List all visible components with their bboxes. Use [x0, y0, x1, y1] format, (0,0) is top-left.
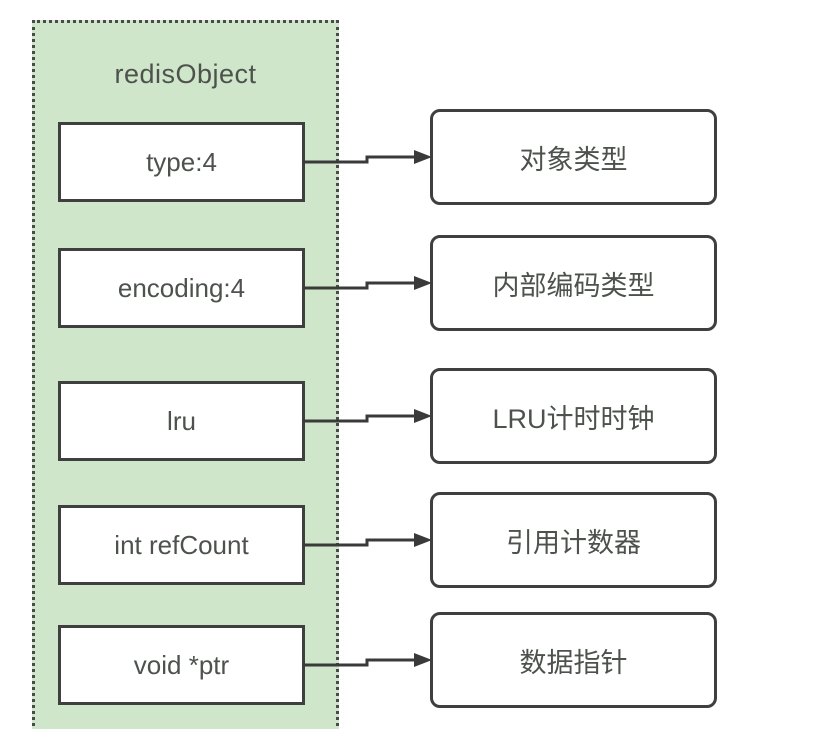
field-box-refcount: int refCount: [58, 505, 305, 585]
field-box-type: type:4: [58, 122, 305, 202]
desc-box-data-pointer: 数据指针: [430, 612, 717, 708]
arrow-icon: [303, 403, 433, 439]
desc-box-lru-clock: LRU计时时钟: [430, 368, 717, 464]
field-box-ptr: void *ptr: [58, 625, 305, 705]
desc-box-ref-counter: 引用计数器: [430, 492, 717, 588]
field-box-encoding: encoding:4: [58, 248, 305, 328]
field-box-lru: lru: [58, 381, 305, 461]
panel-title: redisObject: [114, 59, 257, 89]
arrow-icon: [303, 647, 433, 683]
arrow-icon: [303, 270, 433, 306]
arrow-icon: [303, 527, 433, 563]
arrow-icon: [303, 144, 433, 180]
desc-box-object-type: 对象类型: [430, 109, 717, 205]
desc-box-internal-encoding: 内部编码类型: [430, 235, 717, 331]
